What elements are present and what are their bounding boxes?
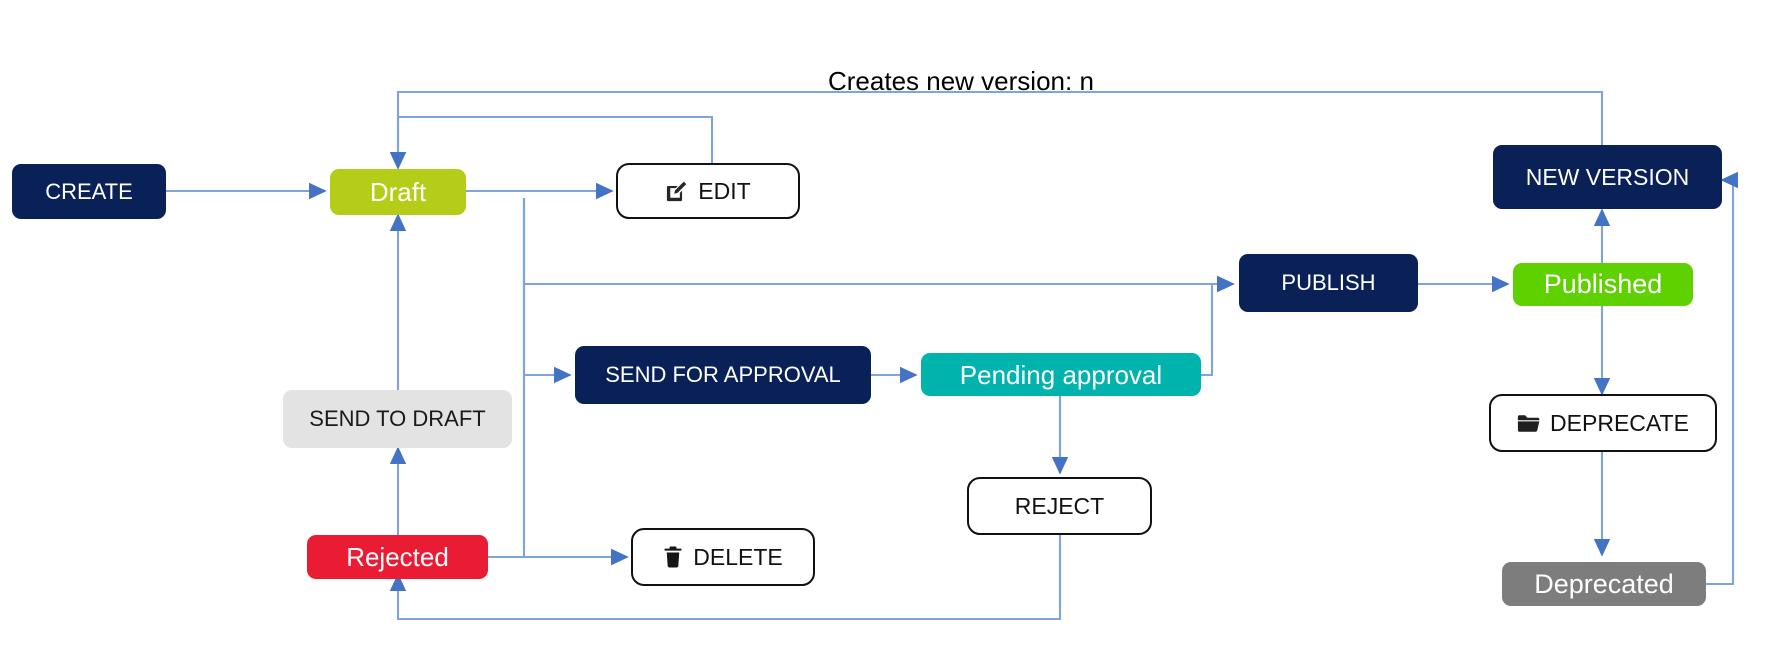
node-draft-label: Draft — [369, 177, 427, 207]
edge-draft-to-send-for-approval — [522, 198, 572, 384]
edge-pending-to-publish — [1201, 275, 1235, 377]
edge-draft-to-delete — [522, 198, 629, 566]
node-send-to-draft-label: SEND TO DRAFT — [309, 406, 486, 431]
node-edit[interactable]: EDIT — [616, 163, 800, 219]
node-reject-label: REJECT — [1014, 492, 1105, 519]
node-pending-approval-label: Pending approval — [959, 359, 1163, 390]
edge-newversion-to-draft — [389, 90, 1604, 170]
node-publish[interactable]: PUBLISH — [1239, 254, 1418, 312]
node-deprecate[interactable]: DEPRECATE — [1489, 394, 1717, 452]
node-send-for-approval-label: SEND FOR APPROVAL — [605, 362, 841, 387]
edge-edit-to-draft — [389, 115, 714, 170]
node-delete-label: DELETE — [693, 543, 783, 570]
node-deprecated[interactable]: Deprecated — [1502, 562, 1706, 606]
node-new-version[interactable]: NEW VERSION — [1493, 145, 1722, 209]
edit-pencil-square-icon — [665, 180, 688, 203]
node-create[interactable]: CREATE — [12, 164, 166, 219]
node-delete[interactable]: DELETE — [631, 528, 815, 586]
edge-label-creates-new-version: Creates new version: n — [828, 66, 1094, 96]
node-edit-label: EDIT — [698, 177, 751, 204]
edge-reject-to-rejected — [389, 535, 1062, 621]
edge-deprecated-to-newversion — [1706, 171, 1738, 586]
node-publish-label: PUBLISH — [1281, 270, 1376, 295]
connector-group — [166, 90, 1738, 621]
node-rejected-label: Rejected — [346, 542, 449, 572]
node-published[interactable]: Published — [1513, 263, 1693, 306]
node-send-for-approval[interactable]: SEND FOR APPROVAL — [575, 346, 871, 404]
node-deprecate-label: DEPRECATE — [1550, 409, 1689, 436]
trash-can-icon — [663, 546, 683, 568]
node-send-to-draft[interactable]: SEND TO DRAFT — [283, 390, 512, 448]
node-reject[interactable]: REJECT — [967, 477, 1152, 535]
folder-icon — [1517, 414, 1540, 433]
node-rejected[interactable]: Rejected — [307, 535, 488, 579]
node-deprecated-label: Deprecated — [1534, 568, 1674, 599]
node-pending-approval[interactable]: Pending approval — [921, 353, 1201, 396]
node-draft[interactable]: Draft — [330, 169, 466, 215]
node-create-label: CREATE — [45, 178, 133, 204]
node-published-label: Published — [1543, 269, 1663, 299]
node-new-version-label: NEW VERSION — [1525, 163, 1690, 190]
